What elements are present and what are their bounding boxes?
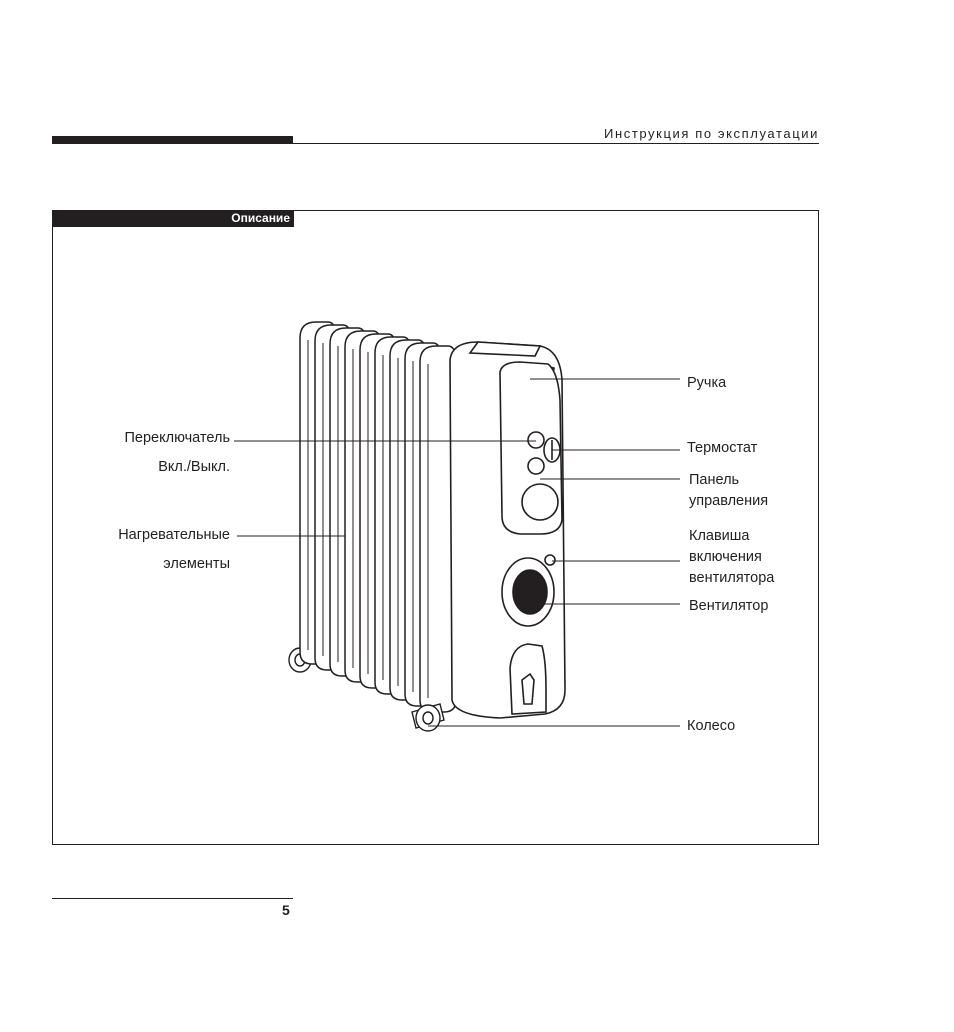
- page-header-title: Инструкция по эксплуатации: [604, 126, 819, 141]
- header-rule: [293, 143, 819, 144]
- label-heating-line1: Нагревательные: [118, 527, 230, 543]
- header-bar: [52, 136, 293, 144]
- label-handle: Ручка: [687, 375, 727, 391]
- label-panel-line2: управления: [689, 493, 769, 509]
- label-heating-line2: элементы: [163, 556, 230, 572]
- label-wheel: Колесо: [687, 718, 736, 734]
- label-fan-key-line1: Клавиша: [689, 528, 750, 544]
- label-thermostat: Термостат: [687, 440, 758, 456]
- label-switch-line1: Переключатель: [124, 430, 230, 446]
- label-fan: Вентилятор: [689, 598, 769, 614]
- label-fan-key-line3: вентилятора: [689, 570, 775, 586]
- section-tab: Описание: [52, 210, 294, 227]
- label-fan-key-line2: включения: [689, 549, 762, 565]
- description-frame: [52, 210, 819, 845]
- label-switch-line2: Вкл./Выкл.: [158, 459, 230, 475]
- label-panel-line1: Панель: [689, 472, 740, 488]
- page-number: 5: [282, 902, 290, 918]
- footer-rule: [52, 898, 293, 899]
